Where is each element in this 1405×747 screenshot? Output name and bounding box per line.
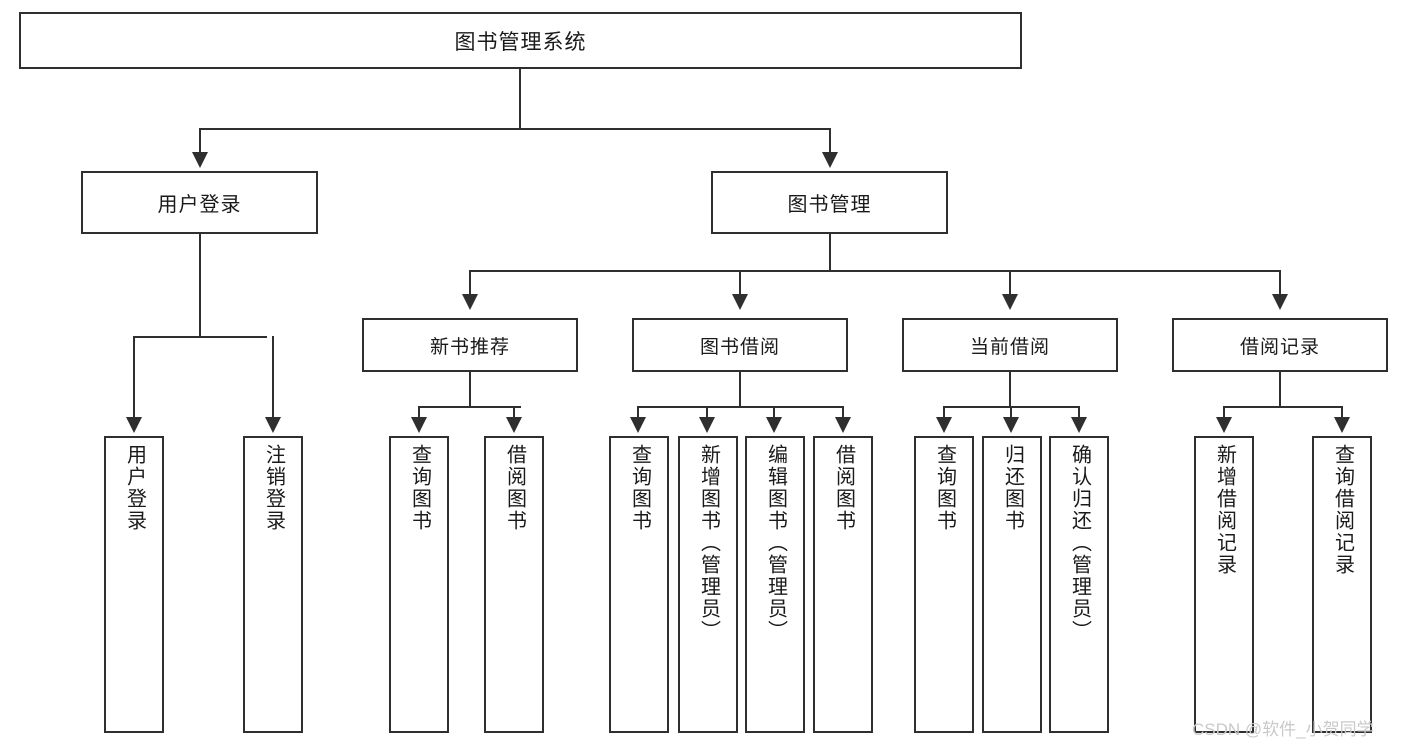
connector-new-book-leaf2 bbox=[513, 406, 515, 418]
node-label: 图书管理系统 bbox=[454, 30, 587, 54]
node-label: 图书管理 bbox=[787, 194, 872, 216]
arrowhead-leaf-confirm-return bbox=[1071, 417, 1087, 433]
connector-book-mgmt-stub bbox=[829, 234, 831, 271]
arrowhead-leaf-user-login bbox=[126, 417, 142, 433]
leaf-label: 新增借阅记录 bbox=[1213, 444, 1236, 576]
connector-level2-bus bbox=[199, 128, 831, 130]
leaf-label: 查询图书 bbox=[933, 444, 956, 532]
arrowhead-leaf-edit-book bbox=[766, 417, 782, 433]
connector-to-book-mgmt bbox=[829, 128, 831, 154]
leaf-query-book-borrow[interactable]: 查询图书 bbox=[609, 436, 669, 733]
connector-user-login-leaf2 bbox=[272, 336, 274, 418]
connector-root-stub bbox=[519, 69, 521, 129]
leaf-query-book-recommend[interactable]: 查询图书 bbox=[389, 436, 449, 733]
connector-to-new-book bbox=[469, 270, 471, 296]
leaf-label: 新增图书（管理员） bbox=[697, 444, 720, 642]
connector-current-borrow-leaf1 bbox=[943, 406, 945, 418]
leaf-borrow-book-recommend[interactable]: 借阅图书 bbox=[484, 436, 544, 733]
node-label: 借阅记录 bbox=[1239, 336, 1320, 358]
connector-level3-bus bbox=[469, 270, 1281, 272]
connector-book-borrow-leaf2 bbox=[706, 406, 708, 418]
connector-user-login-bus bbox=[133, 336, 267, 338]
connector-to-current-borrow bbox=[1009, 270, 1011, 296]
leaf-user-login[interactable]: 用户登录 bbox=[104, 436, 164, 733]
connector-borrow-record-bus bbox=[1223, 406, 1343, 408]
leaf-label: 用户登录 bbox=[123, 444, 146, 532]
connector-new-book-leaf1 bbox=[418, 406, 420, 418]
arrowhead-leaf-add-book bbox=[699, 417, 715, 433]
arrowhead-leaf-logout bbox=[265, 417, 281, 433]
leaf-edit-book-admin[interactable]: 编辑图书（管理员） bbox=[745, 436, 805, 733]
leaf-label: 归还图书 bbox=[1001, 444, 1024, 532]
connector-to-book-borrow bbox=[739, 270, 741, 296]
leaf-label: 编辑图书（管理员） bbox=[764, 444, 787, 642]
arrowhead-new-book bbox=[462, 294, 478, 310]
connector-borrow-record-leaf1 bbox=[1223, 406, 1225, 418]
node-root-system[interactable]: 图书管理系统 bbox=[19, 12, 1022, 69]
arrowhead-leaf-add-record bbox=[1216, 417, 1232, 433]
node-label: 图书借阅 bbox=[699, 336, 780, 358]
arrowhead-leaf-query-book-1 bbox=[411, 417, 427, 433]
arrowhead-leaf-borrow-book-1 bbox=[506, 417, 522, 433]
leaf-add-borrow-record[interactable]: 新增借阅记录 bbox=[1194, 436, 1254, 733]
leaf-label: 注销登录 bbox=[262, 444, 285, 532]
arrowhead-book-mgmt bbox=[822, 152, 838, 168]
leaf-label: 借阅图书 bbox=[832, 444, 855, 532]
node-label: 新书推荐 bbox=[429, 336, 510, 358]
leaf-label: 查询图书 bbox=[628, 444, 651, 532]
node-current-borrow[interactable]: 当前借阅 bbox=[902, 318, 1118, 372]
arrowhead-current-borrow bbox=[1002, 294, 1018, 310]
leaf-label: 查询图书 bbox=[408, 444, 431, 532]
leaf-logout[interactable]: 注销登录 bbox=[243, 436, 303, 733]
connector-borrow-record-leaf2 bbox=[1341, 406, 1343, 418]
arrowhead-leaf-borrow-book-2 bbox=[835, 417, 851, 433]
node-user-login[interactable]: 用户登录 bbox=[81, 171, 318, 234]
arrowhead-leaf-query-book-2 bbox=[630, 417, 646, 433]
leaf-query-borrow-record[interactable]: 查询借阅记录 bbox=[1312, 436, 1372, 733]
node-borrow-record[interactable]: 借阅记录 bbox=[1172, 318, 1388, 372]
connector-borrow-record-stub bbox=[1279, 372, 1281, 407]
node-book-borrow[interactable]: 图书借阅 bbox=[632, 318, 848, 372]
connector-current-borrow-leaf2 bbox=[1010, 406, 1012, 418]
arrowhead-book-borrow bbox=[732, 294, 748, 310]
connector-book-borrow-leaf3 bbox=[773, 406, 775, 418]
connector-new-book-stub bbox=[469, 372, 471, 407]
connector-current-borrow-stub bbox=[1009, 372, 1011, 407]
connector-new-book-bus bbox=[418, 406, 521, 408]
csdn-watermark: CSDN @软件_小贺同学 bbox=[1192, 720, 1374, 739]
arrowhead-leaf-query-book-3 bbox=[936, 417, 952, 433]
node-label: 当前借阅 bbox=[969, 336, 1050, 358]
connector-book-borrow-bus bbox=[637, 406, 843, 408]
node-book-management[interactable]: 图书管理 bbox=[711, 171, 948, 234]
arrowhead-user-login bbox=[192, 152, 208, 168]
leaf-confirm-return-admin[interactable]: 确认归还（管理员） bbox=[1049, 436, 1109, 733]
connector-book-borrow-leaf4 bbox=[842, 406, 844, 418]
connector-book-borrow-leaf1 bbox=[637, 406, 639, 418]
leaf-add-book-admin[interactable]: 新增图书（管理员） bbox=[678, 436, 738, 733]
connector-current-borrow-leaf3 bbox=[1078, 406, 1080, 418]
connector-to-user-login bbox=[199, 128, 201, 154]
node-new-book-recommend[interactable]: 新书推荐 bbox=[362, 318, 578, 372]
leaf-return-book[interactable]: 归还图书 bbox=[982, 436, 1042, 733]
connector-user-login-leaf1 bbox=[133, 336, 135, 418]
arrowhead-leaf-return-book bbox=[1003, 417, 1019, 433]
connector-to-borrow-record bbox=[1279, 270, 1281, 296]
arrowhead-borrow-record bbox=[1272, 294, 1288, 310]
node-label: 用户登录 bbox=[157, 194, 242, 216]
leaf-query-book-current[interactable]: 查询图书 bbox=[914, 436, 974, 733]
leaf-label: 查询借阅记录 bbox=[1331, 444, 1354, 576]
arrowhead-leaf-query-record bbox=[1334, 417, 1350, 433]
leaf-label: 确认归还（管理员） bbox=[1068, 444, 1091, 642]
connector-book-borrow-stub bbox=[739, 372, 741, 407]
connector-user-login-stub bbox=[199, 234, 201, 337]
leaf-borrow-book-borrow[interactable]: 借阅图书 bbox=[813, 436, 873, 733]
leaf-label: 借阅图书 bbox=[503, 444, 526, 532]
